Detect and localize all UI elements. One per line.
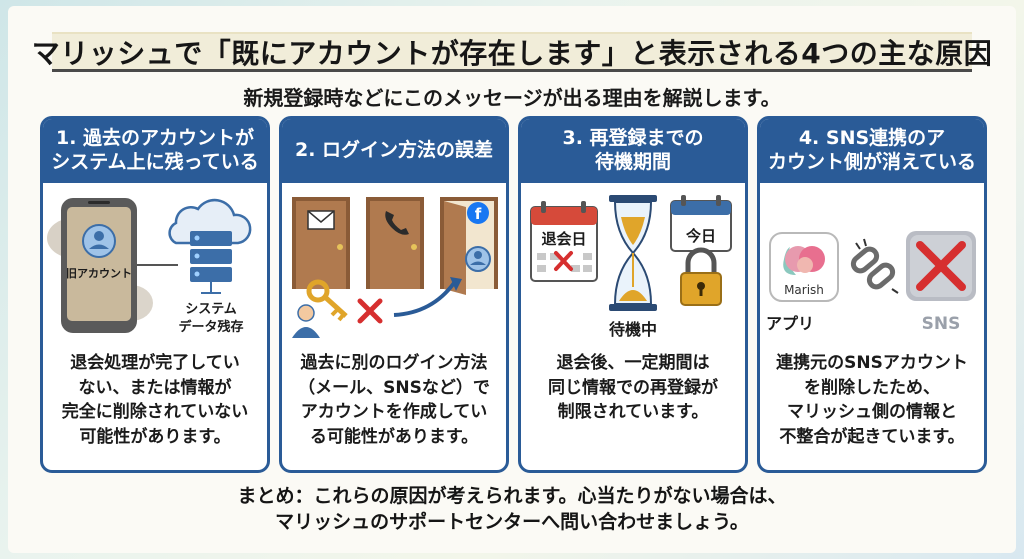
sns-deleted-icon [906, 231, 976, 301]
app-label: アプリ [766, 314, 814, 333]
old-account-label: 旧アカウント [66, 267, 132, 280]
lock-icon [680, 247, 722, 306]
cause-card-1: 1. 過去のアカウントが システム上に残っている 旧アカウント [40, 116, 270, 473]
cause-card-1-description: 退会処理が完了してい ない、または情報が 完全に削除されていない 可能性がありま… [61, 353, 249, 447]
server-label-line2: データ残存 [178, 319, 243, 335]
cause-card-4: 4. SNS連携のア カウント側が消えている Marish アプリ [757, 116, 987, 473]
today-label: 今日 [685, 227, 716, 245]
cause-card-4-description: 連携元のSNSアカウント を削除したため、 マリッシュ側の情報と 不整合が起きて… [776, 353, 968, 447]
mail-door-icon [292, 197, 350, 289]
cause-card-1-illustration: 旧アカウント システム データ残存 [43, 183, 267, 348]
svg-text:f: f [475, 205, 482, 223]
hourglass-icon [609, 195, 657, 311]
page-title: マリッシュで「既にアカウントが存在します」と表示される4つの主な原因 [31, 36, 993, 70]
cross-icon [357, 298, 383, 324]
user-icon [82, 224, 116, 258]
calendar-icon [530, 201, 598, 282]
marish-logo-text: Marish [784, 283, 824, 297]
marish-logo-icon: Marish [769, 232, 839, 302]
broken-chain-icon [850, 238, 899, 294]
cause-card-4-illustration: Marish アプリ SNS [760, 183, 984, 348]
title-banner: マリッシュで「既にアカウントが存在します」と表示される4つの主な原因 [32, 32, 992, 72]
cross-icon [554, 251, 573, 271]
calendar-icon [670, 195, 732, 252]
sns-label: SNS [922, 314, 961, 334]
arrow-icon [393, 277, 462, 317]
user-icon [292, 304, 320, 338]
key-icon [306, 279, 348, 322]
withdrawal-date-label: 退会日 [541, 230, 586, 248]
page-subtitle: 新規登録時などにこのメッセージが出る理由を解説します。 [243, 86, 781, 110]
cause-card-3-description: 退会後、一定期間は 同じ情報での再登録が 制限されています。 [548, 353, 718, 423]
cause-card-2-title: 2. ログイン方法の誤差 [282, 119, 506, 183]
phone-door-icon [366, 197, 424, 289]
waiting-label: 待機中 [609, 320, 657, 339]
cause-card-3-title: 3. 再登録までの 待機期間 [521, 119, 745, 183]
cause-card-2: 2. ログイン方法の誤差 [279, 116, 509, 473]
cause-card-3: 3. 再登録までの 待機期間 退会日 [518, 116, 748, 473]
cause-card-4-title: 4. SNS連携のア カウント側が消えている [760, 119, 984, 183]
summary-text: まとめ：これらの原因が考えられます。心当たりがない場合は、 マリッシュのサポート… [237, 485, 787, 533]
facebook-door-icon: f [440, 197, 498, 295]
server-label-line1: システム [185, 302, 237, 317]
cause-card-2-description: 過去に別のログイン方法 （メール、SNSなど）で アカウントを作成してい る可能… [298, 353, 490, 447]
cause-card-2-illustration: f [282, 183, 506, 348]
cause-card-1-title: 1. 過去のアカウントが システム上に残っている [43, 119, 267, 183]
cause-card-3-illustration: 退会日 待機中 今日 [521, 183, 745, 348]
server-icon [190, 231, 232, 294]
phone-icon [61, 198, 137, 333]
